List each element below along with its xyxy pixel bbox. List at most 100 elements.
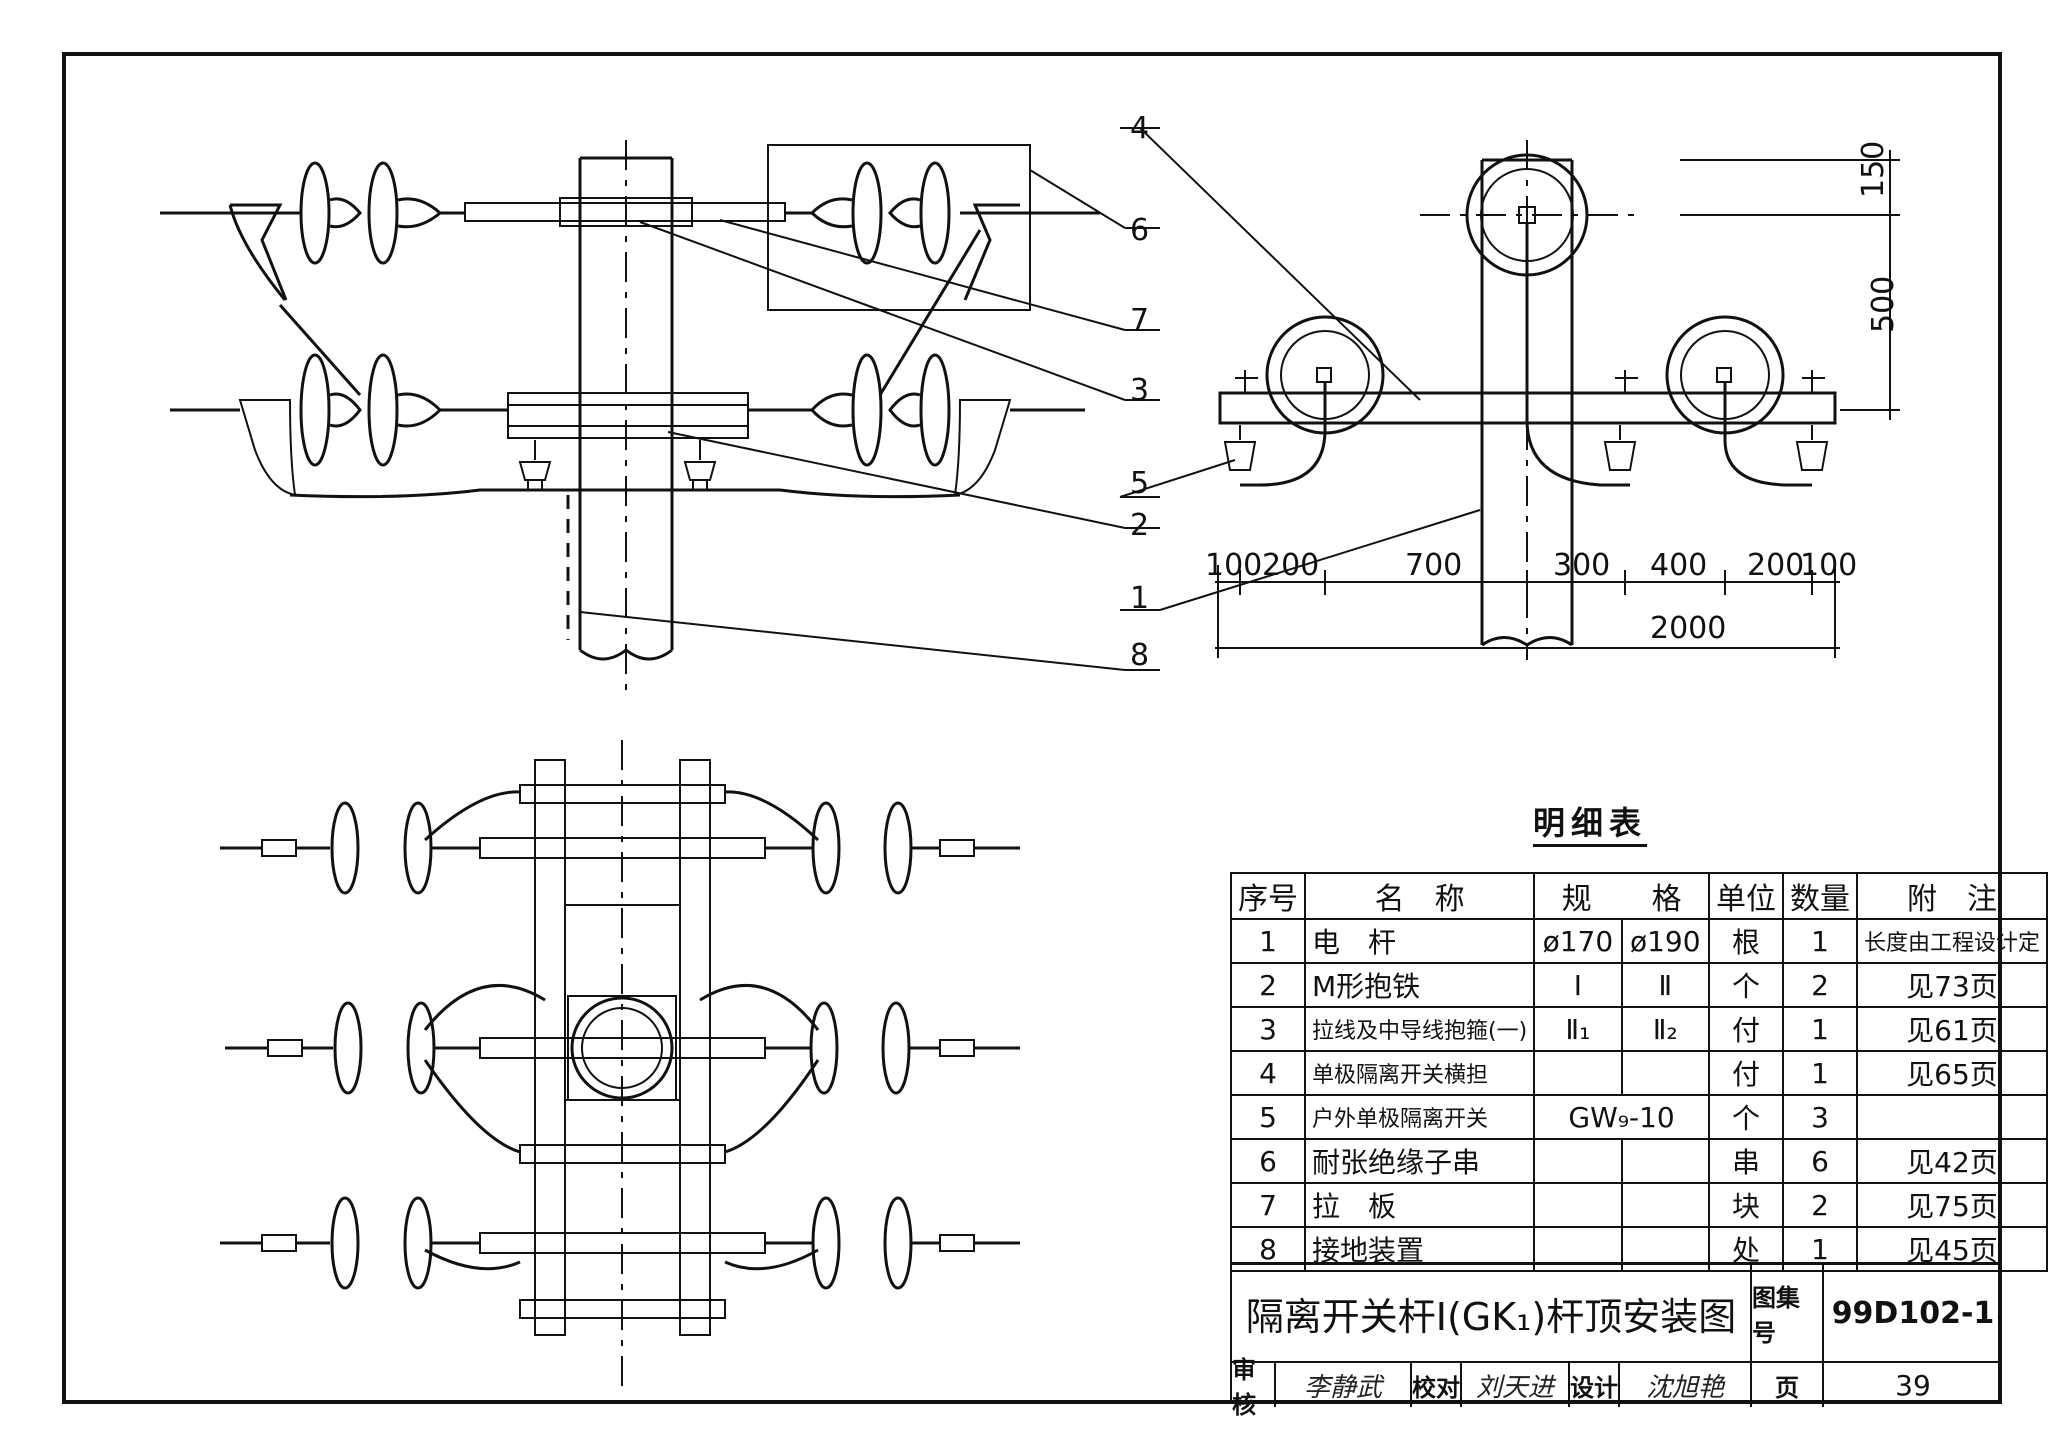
cell-spec1: GW₉-10 — [1533, 1094, 1710, 1140]
check-label: 校对 — [1412, 1363, 1462, 1407]
cell-spec2 — [1620, 1182, 1710, 1228]
dim-total: 2000 — [1650, 611, 1726, 646]
cell-unit: 个 — [1707, 962, 1784, 1008]
cell-no: 6 — [1230, 1138, 1306, 1184]
insulator-string-mid-left — [238, 353, 508, 497]
cell-spec2: Ⅱ — [1620, 962, 1710, 1008]
atlas-label: 图集号 — [1752, 1265, 1824, 1363]
plan-insulators — [220, 801, 1020, 1290]
check-signature: 刘天进 — [1462, 1363, 1570, 1407]
cell-note: 见61页 — [1855, 1006, 2048, 1052]
cell-no: 7 — [1230, 1182, 1306, 1228]
table-row: 2 M形抱铁 I Ⅱ 个 2 见73页 — [1230, 962, 2048, 1008]
dim-200a: 200 — [1262, 548, 1319, 583]
cell-note — [1855, 1094, 2048, 1140]
design-label: 设计 — [1570, 1363, 1620, 1407]
cell-qty: 2 — [1781, 962, 1858, 1008]
cell-unit: 串 — [1707, 1138, 1784, 1184]
cell-spec1: Ⅱ₁ — [1533, 1006, 1623, 1052]
cell-note: 长度由工程设计定 — [1855, 918, 2048, 964]
callout-7: 7 — [1130, 303, 1149, 338]
cell-spec1 — [1533, 1138, 1623, 1184]
cell-qty: 2 — [1781, 1182, 1858, 1228]
insulator-string-mid-right — [748, 353, 1012, 497]
callout-8: 8 — [1130, 638, 1149, 673]
header-no: 序号 — [1230, 872, 1306, 920]
cell-spec2: ø190 — [1620, 918, 1710, 964]
cell-name: M形抱铁 — [1303, 962, 1536, 1008]
dim-500: 500 — [1866, 276, 1901, 333]
cell-name: 单极隔离开关横担 — [1303, 1050, 1536, 1096]
cell-qty: 1 — [1781, 1050, 1858, 1096]
table-row: 7 拉 板 块 2 见75页 — [1230, 1182, 2048, 1228]
page-label: 页 — [1752, 1363, 1824, 1407]
cell-qty: 1 — [1781, 1006, 1858, 1052]
cell-spec1 — [1533, 1182, 1623, 1228]
cell-name: 户外单极隔离开关 — [1303, 1094, 1536, 1140]
side-view — [1215, 140, 1900, 660]
atlas-number: 99D102-1 — [1824, 1265, 2002, 1363]
cell-no: 1 — [1230, 918, 1306, 964]
table-header-row: 序号 名 称 规 格 单位 数量 附 注 — [1230, 872, 2048, 920]
detail-box-6 — [767, 144, 1031, 311]
jumper-wire — [289, 488, 961, 499]
review-label: 审核 — [1232, 1356, 1276, 1419]
header-unit: 单位 — [1707, 872, 1784, 920]
table-row: 1 电 杆 ø170 ø190 根 1 长度由工程设计定 — [1230, 918, 2048, 964]
table-row: 6 耐张绝缘子串 串 6 见42页 — [1230, 1138, 2048, 1184]
cell-note: 见75页 — [1855, 1182, 2048, 1228]
parts-table-title: 明细表 — [1440, 798, 1740, 847]
table-row: 3 拉线及中导线抱箍(一) Ⅱ₁ Ⅱ₂ 付 1 见61页 — [1230, 1006, 2048, 1052]
cell-no: 4 — [1230, 1050, 1306, 1096]
brace-left-top — [278, 304, 362, 396]
front-view — [160, 140, 1100, 690]
dim-100b: 100 — [1800, 548, 1857, 583]
cell-no: 5 — [1230, 1094, 1306, 1140]
cell-no: 2 — [1230, 962, 1306, 1008]
drawing-frame — [62, 52, 2002, 1404]
design-signature: 沈旭艳 — [1620, 1363, 1752, 1407]
dim-700: 700 — [1405, 548, 1462, 583]
cell-unit: 个 — [1707, 1094, 1784, 1140]
header-name: 名 称 — [1303, 872, 1536, 920]
callout-5: 5 — [1130, 466, 1149, 501]
title-block: 隔离开关杆Ⅰ(GK₁)杆顶安装图 图集号 99D102-1 审核 李静武 校对 … — [1230, 1262, 2002, 1419]
page-number: 39 — [1895, 1368, 1931, 1402]
cell-note: 见42页 — [1855, 1138, 2048, 1184]
review-signature: 李静武 — [1276, 1363, 1412, 1407]
cell-name: 拉线及中导线抱箍(一) — [1303, 1006, 1536, 1052]
cell-spec2 — [1620, 1138, 1710, 1184]
insulator-string-top-right — [785, 161, 1020, 301]
callout-1: 1 — [1130, 581, 1149, 616]
table-row: 5 户外单极隔离开关 GW₉-10 个 3 — [1230, 1094, 2048, 1140]
cell-unit: 块 — [1707, 1182, 1784, 1228]
callout-3: 3 — [1130, 373, 1149, 408]
dim-150: 150 — [1856, 141, 1891, 198]
plan-view — [220, 740, 1020, 1390]
brace-right-top — [878, 229, 982, 396]
dim-400: 400 — [1650, 548, 1707, 583]
leader-lines — [579, 127, 1481, 671]
cell-name: 耐张绝缘子串 — [1303, 1138, 1536, 1184]
switch-insulators — [518, 440, 717, 491]
dim-100a: 100 — [1205, 548, 1262, 583]
cell-spec1: I — [1533, 962, 1623, 1008]
insulator-string-top-left — [228, 161, 465, 301]
cell-qty: 3 — [1781, 1094, 1858, 1140]
cell-spec1: ø170 — [1533, 918, 1623, 964]
table-row: 4 单极隔离开关横担 付 1 见65页 — [1230, 1050, 2048, 1096]
parts-table: 序号 名 称 规 格 单位 数量 附 注 1 电 杆 ø170 ø190 根 1… — [1230, 872, 2048, 1272]
header-spec: 规 格 — [1533, 872, 1710, 920]
cell-unit: 付 — [1707, 1050, 1784, 1096]
drawing-title: 隔离开关杆Ⅰ(GK₁)杆顶安装图 — [1232, 1265, 1752, 1363]
cell-spec2: Ⅱ₂ — [1620, 1006, 1710, 1052]
cell-name: 拉 板 — [1303, 1182, 1536, 1228]
cell-qty: 6 — [1781, 1138, 1858, 1184]
middle-crossarm — [507, 392, 749, 439]
dim-200b: 200 — [1747, 548, 1804, 583]
cell-qty: 1 — [1781, 918, 1858, 964]
callout-2: 2 — [1130, 508, 1149, 543]
callout-4: 4 — [1130, 111, 1149, 146]
cell-spec1 — [1533, 1050, 1623, 1096]
